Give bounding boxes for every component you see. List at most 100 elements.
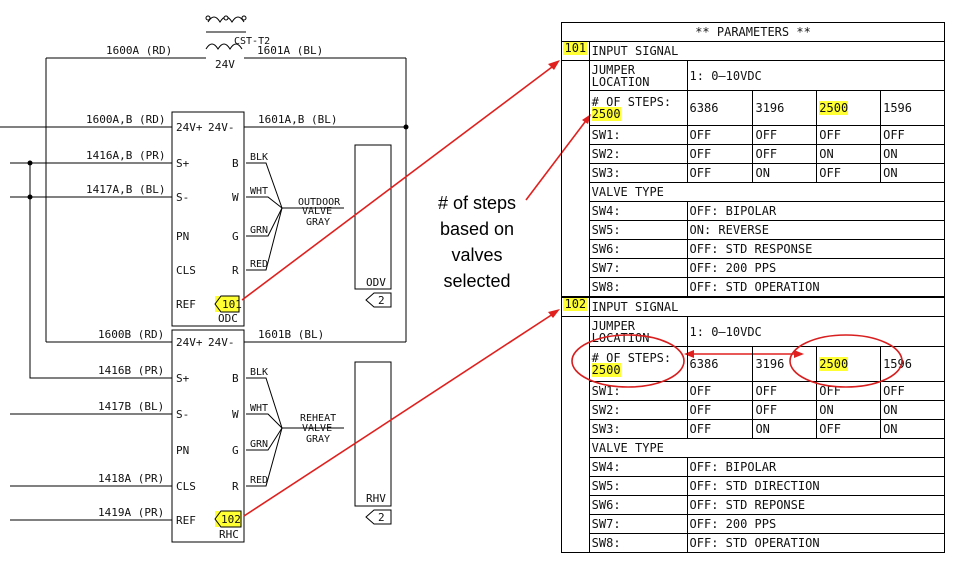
block-101-id: 101	[561, 41, 590, 61]
block-101-sw2-val: OFF	[686, 144, 754, 164]
block-101-sw3-val: OFF	[816, 163, 882, 183]
block-101-sw1-val: OFF	[880, 125, 945, 145]
rhc-input-ref: 1419A (PR)	[98, 506, 164, 519]
block-101-sw2-val: ON	[816, 144, 882, 164]
rhc-id-tag: 102	[221, 513, 241, 526]
block-102-sw2-val: OFF	[752, 400, 818, 420]
block-102-valve-type: VALVE TYPE	[588, 438, 946, 458]
block-102-id: 102	[561, 297, 590, 317]
block-101-step-option: 6386	[686, 90, 754, 126]
block-101-steps-cell: # OF STEPS:2500	[588, 90, 688, 126]
block-101-gutter	[561, 60, 590, 297]
rhc-term-ref: REF	[176, 514, 196, 527]
block-102-sw7-label: SW7:	[588, 514, 688, 534]
odv-label: ODV	[366, 276, 386, 289]
parameters-title: ** PARAMETERS **	[561, 22, 945, 42]
odv-device	[354, 144, 392, 290]
block-101-step-option-selected: 2500	[816, 90, 882, 126]
block-101-steps-label: # OF STEPS:	[591, 95, 672, 109]
block-102-sw1-val: OFF	[686, 381, 754, 401]
rhc-valve-label-1: REHEAT	[300, 413, 336, 424]
block-102-gutter	[561, 316, 590, 553]
block-102-sw3-label: SW3:	[588, 419, 688, 439]
odc-input-s-plus: 1416A,B (PR)	[86, 149, 165, 162]
wire-label-1600a: 1600A (RD)	[106, 44, 172, 57]
odc-term-24v-plus: 24V+	[176, 121, 203, 134]
transformer-label: CST-T2	[234, 36, 270, 47]
rhc-term-w: W	[232, 408, 239, 421]
block-101-input-signal: INPUT SIGNAL	[588, 41, 946, 61]
block-102-step-option: 1596	[880, 346, 945, 382]
block-102-sw5-value: OFF: STD DIRECTION	[686, 476, 946, 496]
parameters-table-102: 102 INPUT SIGNAL JUMPER LOCATION 1: 0—10…	[561, 297, 946, 553]
odc-name: ODC	[218, 312, 238, 325]
block-102-sw1-val: OFF	[752, 381, 818, 401]
rhv-device	[354, 361, 392, 507]
block-102-sw2-val: ON	[880, 400, 945, 420]
odc-term-ref: REF	[176, 298, 196, 311]
rhc-wire-red: RED	[250, 475, 268, 486]
odc-term-s-minus: S-	[176, 191, 189, 204]
block-101-jumper-label: JUMPER LOCATION	[588, 60, 688, 91]
block-102-step-option: 3196	[752, 346, 818, 382]
transformer-voltage: 24V	[215, 58, 235, 71]
block-101-sw3-val: ON	[880, 163, 945, 183]
wire-label-1601a: 1601A (BL)	[257, 44, 323, 57]
annotation-callout: # of steps based on valves selected	[418, 190, 536, 294]
odc-term-g: G	[232, 230, 239, 243]
block-102-sw1-label: SW1:	[588, 381, 688, 401]
odc-id-tag: 101	[222, 298, 242, 311]
transformer: CST-T2 24V	[205, 15, 270, 71]
block-101-sw3-label: SW3:	[588, 163, 688, 183]
block-101-sw6-label: SW6:	[588, 239, 688, 259]
rhc-name: RHC	[219, 528, 239, 541]
rhc-wire-grn: GRN	[250, 439, 268, 450]
rhv-tag: 2	[378, 511, 385, 524]
odc-term-b: B	[232, 157, 239, 170]
rhc-term-s-minus: S-	[176, 408, 189, 421]
block-102-sw2-val: OFF	[686, 400, 754, 420]
block-101-sw2-val: ON	[880, 144, 945, 164]
block-102-step-option-selected: 2500	[816, 346, 882, 382]
block-101-sw3-val: ON	[752, 163, 818, 183]
odc-term-r: R	[232, 264, 239, 277]
rhc-term-pn: PN	[176, 444, 189, 457]
block-102-jumper-label: JUMPER LOCATION	[588, 316, 688, 347]
odc-wire-red: RED	[250, 259, 268, 270]
odc-valve-label-2: VALVE	[302, 206, 332, 217]
block-101-step-option: 1596	[880, 90, 945, 126]
block-102-sw3-val: ON	[880, 419, 945, 439]
rhc-term-cls: CLS	[176, 480, 196, 493]
odc-term-cls: CLS	[176, 264, 196, 277]
parameters-table: ** PARAMETERS ** 101 INPUT SIGNAL JUMPER…	[561, 22, 946, 297]
block-101-sw2-label: SW2:	[588, 144, 688, 164]
block-101-sw6-value: OFF: STD RESPONSE	[686, 239, 946, 259]
block-102-input-signal: INPUT SIGNAL	[588, 297, 946, 317]
rhc-term-24v-plus: 24V+	[176, 336, 203, 349]
block-101-sw8-value: OFF: STD OPERATION	[686, 277, 946, 297]
block-102-sw4-value: OFF: BIPOLAR	[686, 457, 946, 477]
block-101-sw4-label: SW4:	[588, 201, 688, 221]
odc-wire-wht: WHT	[250, 186, 268, 197]
rhc-wire-blk: BLK	[250, 367, 268, 378]
annotation-line-4: selected	[443, 271, 511, 291]
block-102-sw1-val: OFF	[880, 381, 945, 401]
odc-input-s-minus: 1417A,B (BL)	[86, 183, 165, 196]
block-101-sw8-label: SW8:	[588, 277, 688, 297]
block-102-sw8-label: SW8:	[588, 533, 688, 553]
block-101-steps-value: 2500	[591, 107, 621, 121]
odc-wire-blk: BLK	[250, 152, 268, 163]
block-102-sw5-label: SW5:	[588, 476, 688, 496]
rhc-valve-label-3: GRAY	[306, 434, 330, 445]
block-101-sw3-val: OFF	[686, 163, 754, 183]
rhc-term-b: B	[232, 372, 239, 385]
block-101-sw1-val: OFF	[686, 125, 754, 145]
odc-wire-grn: GRN	[250, 225, 268, 236]
block-102-step-option: 6386	[686, 346, 754, 382]
block-102-sw6-label: SW6:	[588, 495, 688, 515]
block-101-sw1-val: OFF	[752, 125, 818, 145]
block-102-sw3-val: OFF	[816, 419, 882, 439]
odc-term-pn: PN	[176, 230, 189, 243]
rhc-input-s-minus: 1417B (BL)	[98, 400, 164, 413]
